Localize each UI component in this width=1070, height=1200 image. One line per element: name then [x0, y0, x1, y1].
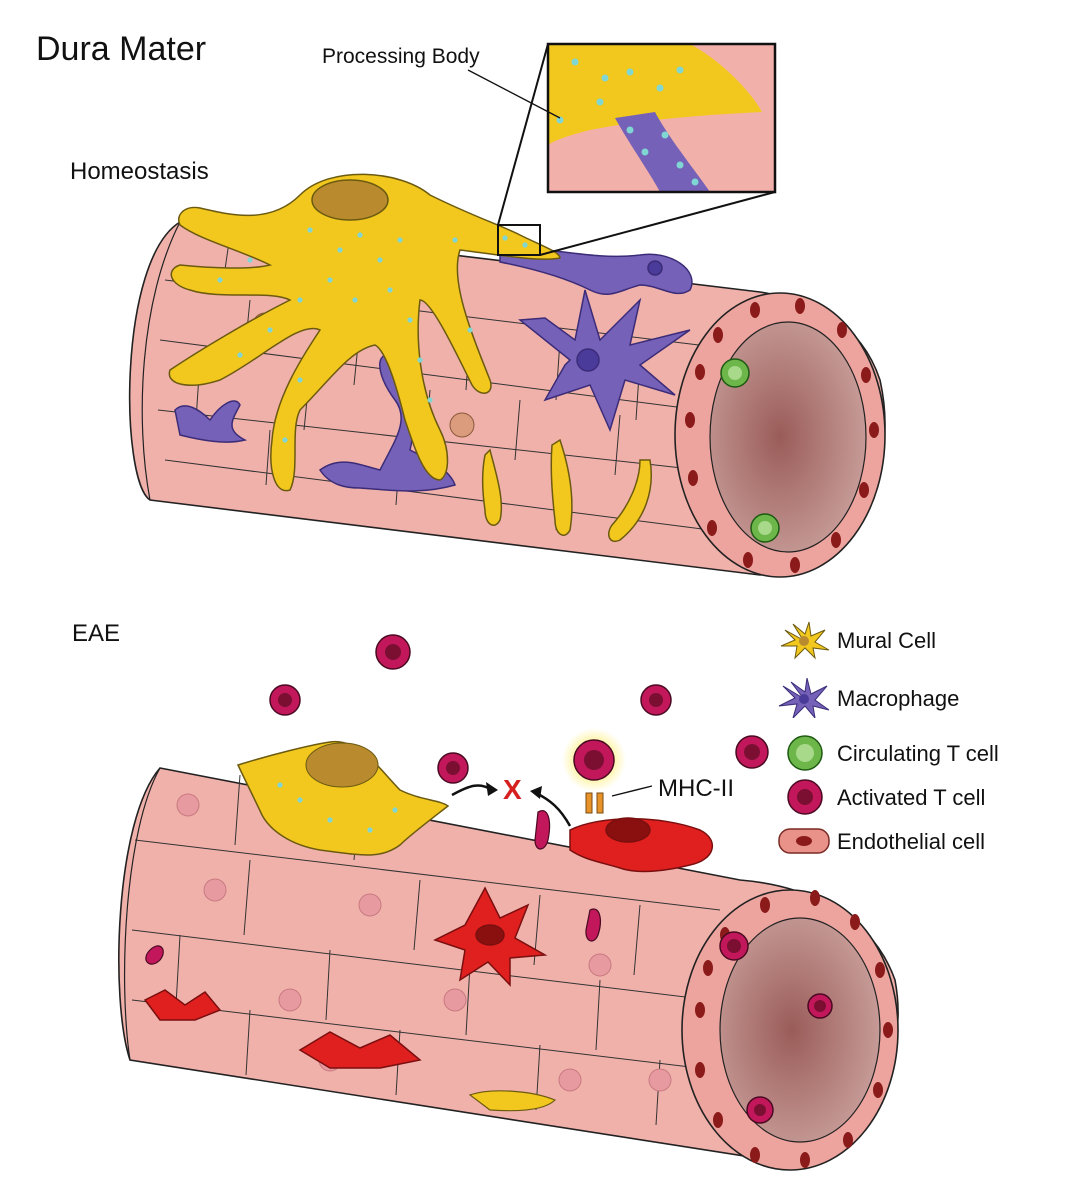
legend-label: Macrophage	[837, 686, 960, 711]
eae-label: EAE	[72, 620, 121, 647]
mural-cell-top	[168, 173, 652, 542]
legend-item-activated-t-cell: Activated T cell	[775, 777, 1065, 817]
activated-t-cell-icon	[787, 779, 823, 815]
legend-label: Circulating T cell	[837, 741, 999, 766]
processing-body-inset	[546, 42, 777, 194]
figure-title: Dura Mater	[36, 30, 207, 68]
glowing-t-cell	[562, 728, 653, 814]
macrophage-icon	[778, 678, 830, 718]
legend-item-macrophage: Macrophage	[775, 678, 1065, 718]
activated-macrophages	[143, 817, 714, 1069]
circulating-t-cell-icon	[787, 735, 823, 771]
processing-body-dots	[217, 227, 528, 443]
legend-label: Endothelial cell	[837, 829, 985, 854]
mhc-ii-label: MHC-II	[658, 775, 734, 802]
blocked-mark: X	[503, 774, 522, 805]
legend-label: Activated T cell	[837, 785, 986, 810]
legend-label: Mural Cell	[837, 628, 937, 653]
eae-vessel	[118, 767, 899, 1171]
legend-item-circulating-t-cell: Circulating T cell	[775, 733, 1065, 773]
legend-item-mural-cell: Mural Cell	[775, 620, 1065, 660]
focus-box	[497, 224, 541, 256]
legend-item-endothelial-cell: Endothelial cell	[775, 821, 1065, 861]
homeostasis-label: Homeostasis	[70, 158, 209, 185]
mural-cell-icon	[780, 621, 830, 660]
inset-label: Processing Body	[322, 45, 480, 68]
processing-body-pointer	[467, 69, 561, 119]
mural-cell-bottom	[236, 741, 557, 1112]
endothelial-cell-icon	[778, 828, 830, 854]
